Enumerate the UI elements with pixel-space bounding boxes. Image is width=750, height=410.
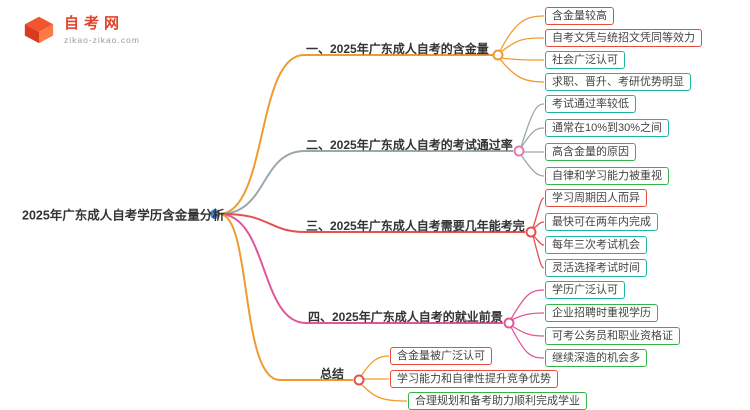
mindmap-node: 学历广泛认可 <box>545 281 625 299</box>
mindmap-node: 社会广泛认可 <box>545 51 625 69</box>
root-dot <box>210 209 220 219</box>
logo-name: 自考网 <box>64 15 125 32</box>
branch-5-node-circle <box>353 374 365 386</box>
mindmap-node: 考试通过率较低 <box>545 95 636 113</box>
branch-5-line <box>219 213 353 381</box>
site-logo[interactable]: 自考网 zikao-zikao.com <box>20 12 140 46</box>
branch-1-child-connectors <box>499 15 545 83</box>
branch-5-topic: 总结 <box>320 367 345 381</box>
mindmap-node: 继续深造的机会多 <box>545 349 647 367</box>
mindmap-node: 自考文凭与统招文凭同等效力 <box>545 29 702 47</box>
branch-5-child-connectors <box>360 355 408 402</box>
branch-2-topic: 二、2025年广东成人自考的考试通过率 <box>306 138 513 152</box>
mindmap-node: 学习周期因人而异 <box>545 189 647 207</box>
branch-4-child-connectors <box>510 289 545 359</box>
logo-icon <box>24 16 54 44</box>
mindmap-node: 通常在10%到30%之间 <box>545 119 670 137</box>
mindmap-node: 含金量被广泛认可 <box>390 347 492 365</box>
mindmap-node: 学习能力和自律性提升竞争优势 <box>390 370 558 388</box>
mindmap-node: 高含金量的原因 <box>545 143 636 161</box>
branch-3-topic: 三、2025年广东成人自考需要几年能考完 <box>306 219 525 233</box>
branch-4-topic: 四、2025年广东成人自考的就业前景 <box>308 310 503 324</box>
logo-domain: zikao-zikao.com <box>64 35 140 45</box>
branch-3-node-circle <box>525 226 537 238</box>
branch-1-topic: 一、2025年广东成人自考的含金量 <box>306 42 489 56</box>
branch-1-line <box>219 54 493 215</box>
mindmap-node: 可考公务员和职业资格证 <box>545 327 680 345</box>
branch-2-child-connectors <box>520 103 545 177</box>
root-topic: 2025年广东成人自考学历含金量分析 <box>22 208 225 223</box>
mindmap-node: 每年三次考试机会 <box>545 236 647 254</box>
branch-2-line <box>219 150 513 215</box>
branch-2-node-circle <box>513 145 525 157</box>
branch-3-child-connectors <box>532 197 545 269</box>
mindmap-node: 求职、晋升、考研优势明显 <box>545 73 691 91</box>
branch-4-node-circle <box>503 317 515 329</box>
branch-4-line <box>219 213 503 324</box>
mindmap-node: 含金量较高 <box>545 7 614 25</box>
mindmap-node: 合理规划和备考助力顺利完成学业 <box>408 392 587 410</box>
mindmap-node: 最快可在两年内完成 <box>545 213 658 231</box>
mindmap-node: 企业招聘时重视学历 <box>545 304 658 322</box>
mindmap-node: 灵活选择考试时间 <box>545 259 647 277</box>
mindmap-node: 自律和学习能力被重视 <box>545 167 669 185</box>
branch-1-node-circle <box>492 49 504 61</box>
branch-3-line <box>219 212 525 233</box>
